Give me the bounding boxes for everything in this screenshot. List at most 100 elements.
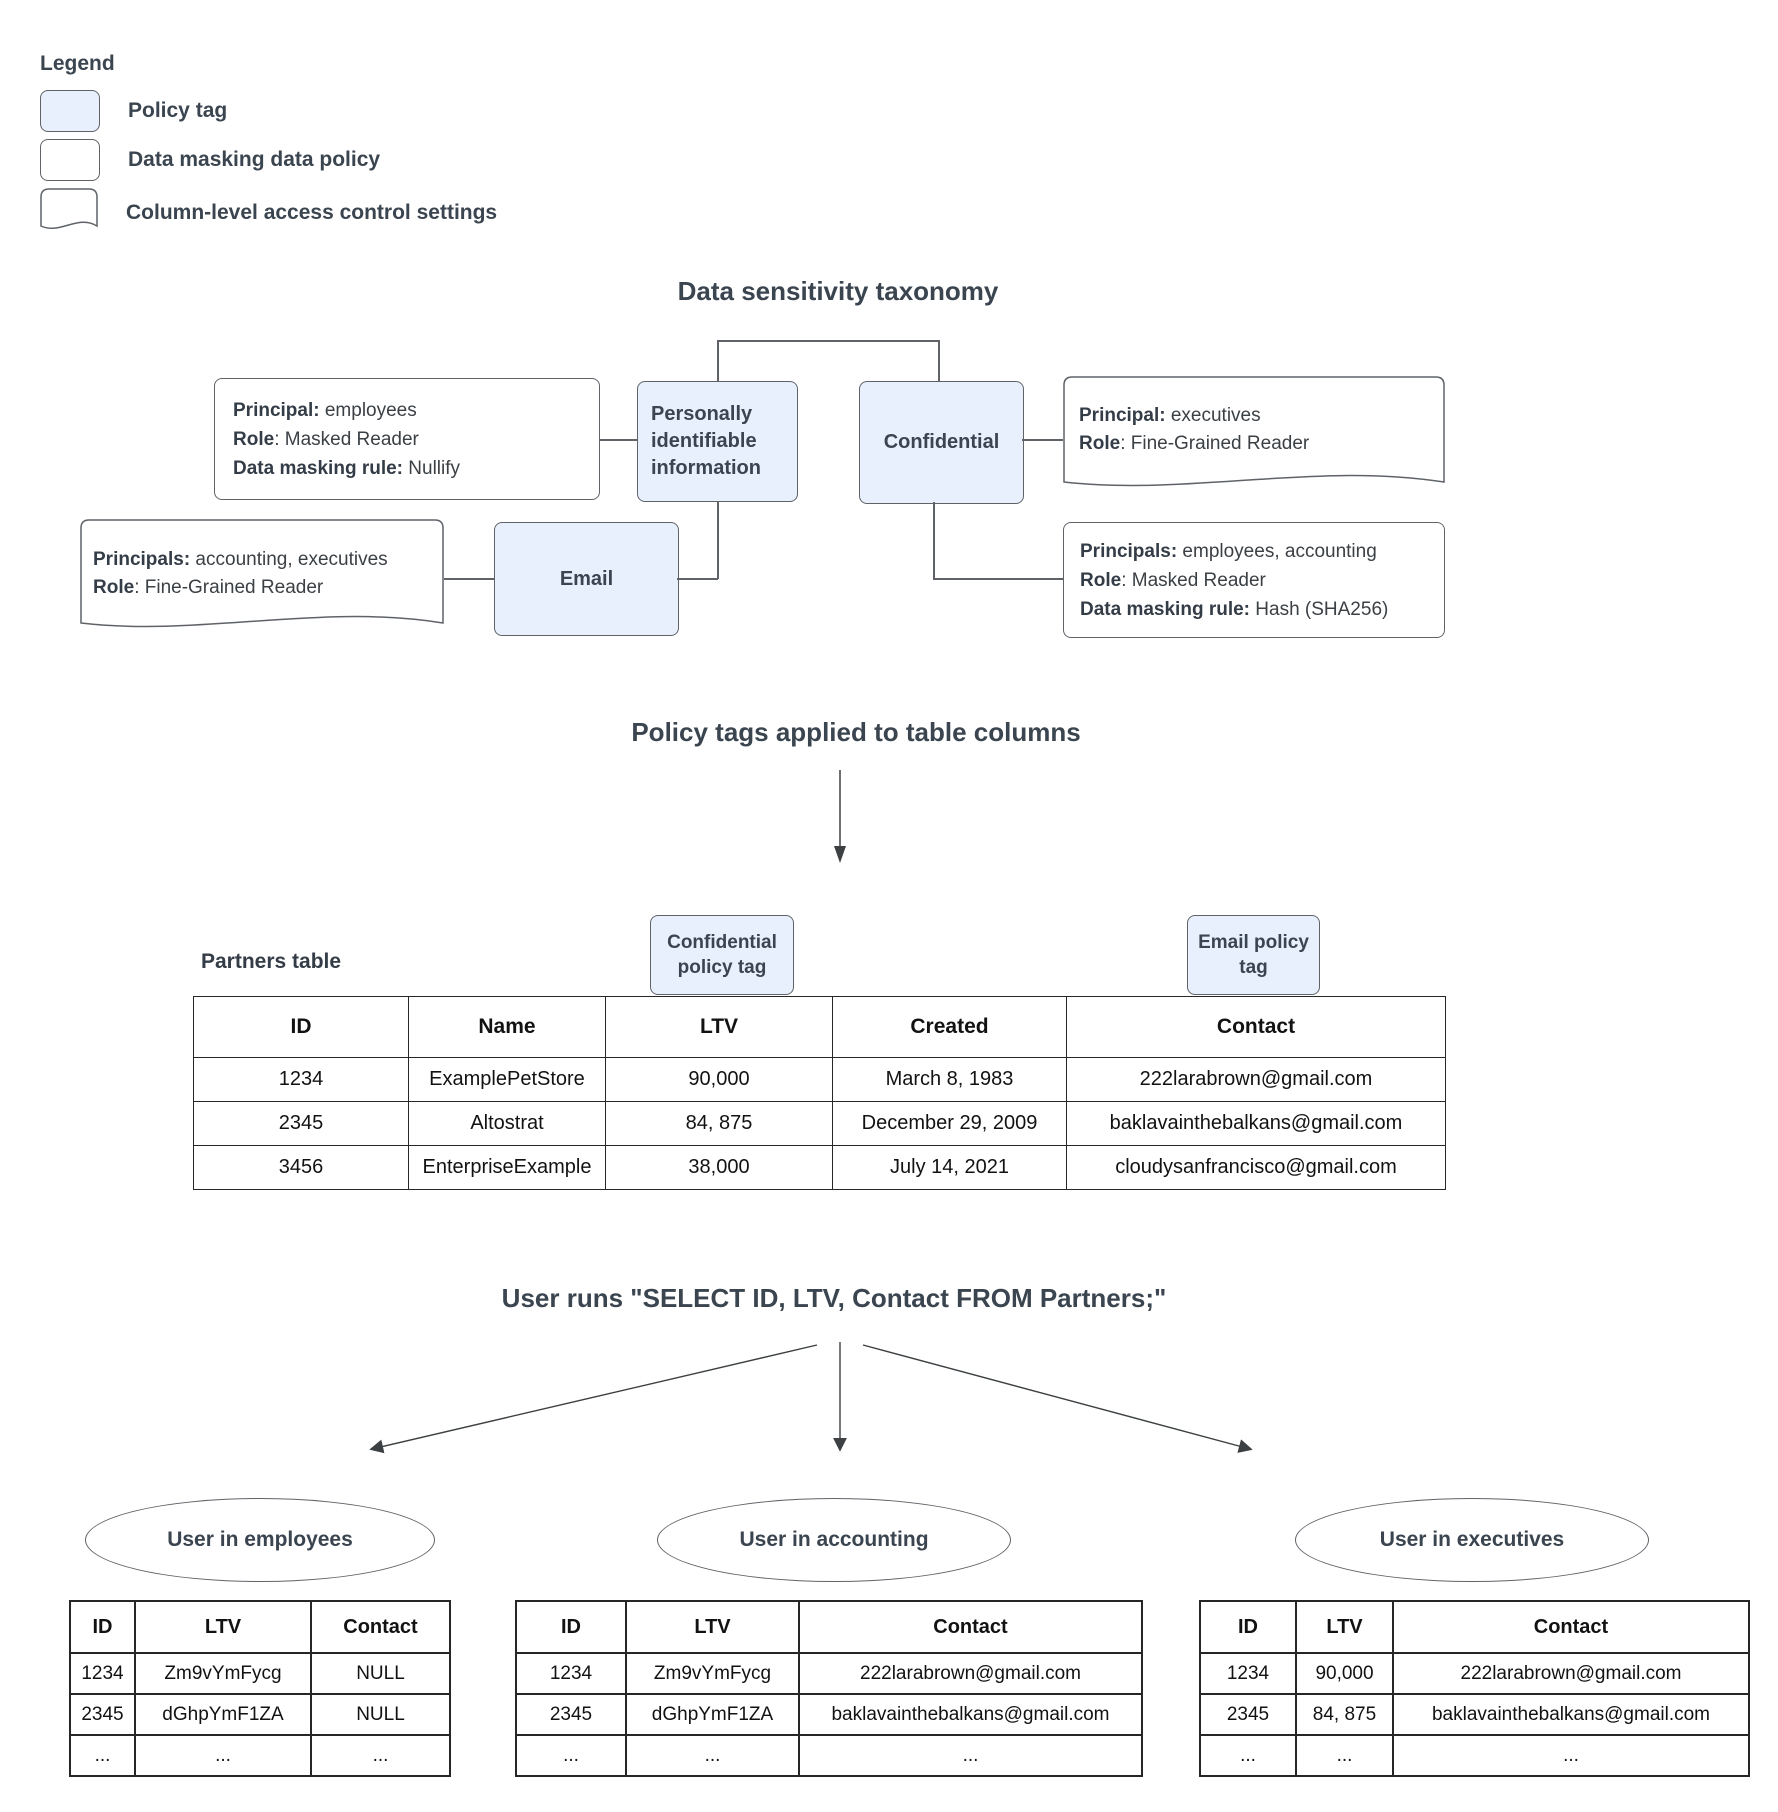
taxonomy-title: Data sensitivity taxonomy	[677, 276, 999, 306]
cell: March 8, 1983	[832, 1057, 1067, 1102]
node-pii: Personally identifiable information	[637, 381, 798, 502]
cell: 90,000	[605, 1057, 833, 1102]
col-header-name: Name	[408, 996, 606, 1058]
cell: ExamplePetStore	[408, 1057, 606, 1102]
cell: baklavainthebalkans@gmail.com	[1066, 1101, 1446, 1146]
table-header-row: ID LTV Contact	[69, 1600, 451, 1654]
cell: 84, 875	[605, 1101, 833, 1146]
email-policy-tag: Email policy tag	[1187, 915, 1320, 995]
col-header-ltv: LTV	[605, 996, 833, 1058]
note-confidential-masking: Principals: employees, accounting Role: …	[1063, 522, 1445, 638]
table-header-row: ID LTV Contact	[515, 1600, 1143, 1654]
connector-bridge	[717, 340, 939, 342]
user-employees-ellipse: User in employees	[85, 1498, 435, 1582]
note-line: Data masking rule: Hash (SHA256)	[1080, 598, 1389, 620]
note-line: Principal: employees	[233, 399, 417, 421]
partners-table: ID Name LTV Created Contact 1234 Example…	[193, 996, 1446, 1190]
cell: ...	[798, 1734, 1143, 1777]
cell: ...	[134, 1734, 312, 1777]
table-row: ... ... ...	[515, 1734, 1143, 1777]
cell: 90,000	[1295, 1652, 1394, 1695]
cell: 222larabrown@gmail.com	[1392, 1652, 1750, 1695]
data-policy-swatch	[40, 139, 100, 181]
cell: 1234	[193, 1057, 409, 1102]
note-line: Role: Fine-Grained Reader	[93, 577, 324, 598]
cell: ...	[69, 1734, 136, 1777]
cell: NULL	[310, 1652, 451, 1695]
cell: 222larabrown@gmail.com	[798, 1652, 1143, 1695]
col-header-contact: Contact	[1066, 996, 1446, 1058]
connector-confidential-down	[933, 502, 935, 579]
cell: EnterpriseExample	[408, 1145, 606, 1190]
legend-item-access-control: Column-level access control settings	[40, 188, 497, 238]
table-row: ... ... ...	[69, 1734, 451, 1777]
cell: 222larabrown@gmail.com	[1066, 1057, 1446, 1102]
note-line: Role: Masked Reader	[1080, 569, 1266, 591]
partners-table-label: Partners table	[201, 950, 342, 973]
policy-tag-swatch	[40, 90, 100, 132]
user-accounting-ellipse: User in accounting	[657, 1498, 1011, 1582]
down-arrow	[834, 770, 846, 863]
access-control-swatch	[40, 188, 98, 238]
note-content: Principals: accounting, executives Role:…	[80, 519, 444, 602]
table-row: 1234 ExamplePetStore 90,000 March 8, 198…	[193, 1057, 1446, 1102]
cell: dGhpYmF1ZA	[625, 1693, 800, 1736]
connector-confidential-masking	[933, 578, 1063, 580]
connector-pii-email	[677, 578, 718, 580]
cell: cloudysanfrancisco@gmail.com	[1066, 1145, 1446, 1190]
cell: 3456	[193, 1145, 409, 1190]
col-header-created: Created	[832, 996, 1067, 1058]
policy-section-title: Policy tags applied to table columns	[631, 717, 1081, 747]
note-line: Role: Masked Reader	[233, 428, 419, 450]
col-header-ltv: LTV	[625, 1600, 800, 1654]
legend-item-label: Policy tag	[128, 99, 228, 122]
cell: 1234	[1199, 1652, 1297, 1695]
note-line: Principal: executives	[1079, 405, 1261, 426]
user-executives-ellipse: User in executives	[1295, 1498, 1649, 1582]
table-header-row: ID LTV Contact	[1199, 1600, 1750, 1654]
cell: 2345	[515, 1693, 627, 1736]
cell: ...	[625, 1734, 800, 1777]
table-row: 1234 90,000 222larabrown@gmail.com	[1199, 1652, 1750, 1695]
note-line: Principals: accounting, executives	[93, 549, 388, 570]
col-header-contact: Contact	[310, 1600, 451, 1654]
note-pii-masking-policy: Principal: employees Role: Masked Reader…	[214, 378, 600, 500]
cell: dGhpYmF1ZA	[134, 1693, 312, 1736]
node-email: Email	[494, 522, 679, 636]
confidential-policy-tag: Confidential policy tag	[650, 915, 794, 995]
legend-item-label: Column-level access control settings	[126, 201, 498, 224]
cell: 1234	[515, 1652, 627, 1695]
cell: ...	[310, 1734, 451, 1777]
cell: 38,000	[605, 1145, 833, 1190]
executives-result-table: ID LTV Contact 1234 90,000 222larabrown@…	[1199, 1600, 1750, 1777]
connector-note-pii	[600, 439, 637, 441]
table-row: 2345 dGhpYmF1ZA baklavainthebalkans@gmai…	[515, 1693, 1143, 1736]
cell: July 14, 2021	[832, 1145, 1067, 1190]
query-title: User runs "SELECT ID, LTV, Contact FROM …	[501, 1283, 1167, 1313]
document-shape-icon	[40, 188, 98, 229]
cell: 84, 875	[1295, 1693, 1394, 1736]
document-shape	[1063, 376, 1445, 487]
table-row: 1234 Zm9vYmFycg 222larabrown@gmail.com	[515, 1652, 1143, 1695]
cell: ...	[1295, 1734, 1394, 1777]
col-header-ltv: LTV	[134, 1600, 312, 1654]
cell: December 29, 2009	[832, 1101, 1067, 1146]
cell: ...	[1392, 1734, 1750, 1777]
connector-bridge-left	[717, 340, 719, 381]
note-line: Principals: employees, accounting	[1080, 540, 1377, 562]
note-content: Principal: executives Role: Fine-Grained…	[1063, 376, 1445, 458]
legend: Legend Policy tag Data masking data poli…	[40, 52, 497, 245]
document-shape	[80, 519, 444, 628]
col-header-contact: Contact	[1392, 1600, 1750, 1654]
connector-note-email	[444, 578, 494, 580]
table-row: 3456 EnterpriseExample 38,000 July 14, 2…	[193, 1145, 1446, 1190]
col-header-id: ID	[515, 1600, 627, 1654]
connector-confidential-access	[1022, 439, 1063, 441]
cell: ...	[515, 1734, 627, 1777]
employees-result-table: ID LTV Contact 1234 Zm9vYmFycg NULL 2345…	[69, 1600, 451, 1777]
cell: Altostrat	[408, 1101, 606, 1146]
table-row: ... ... ...	[1199, 1734, 1750, 1777]
cell: ...	[1199, 1734, 1297, 1777]
table-row: 1234 Zm9vYmFycg NULL	[69, 1652, 451, 1695]
